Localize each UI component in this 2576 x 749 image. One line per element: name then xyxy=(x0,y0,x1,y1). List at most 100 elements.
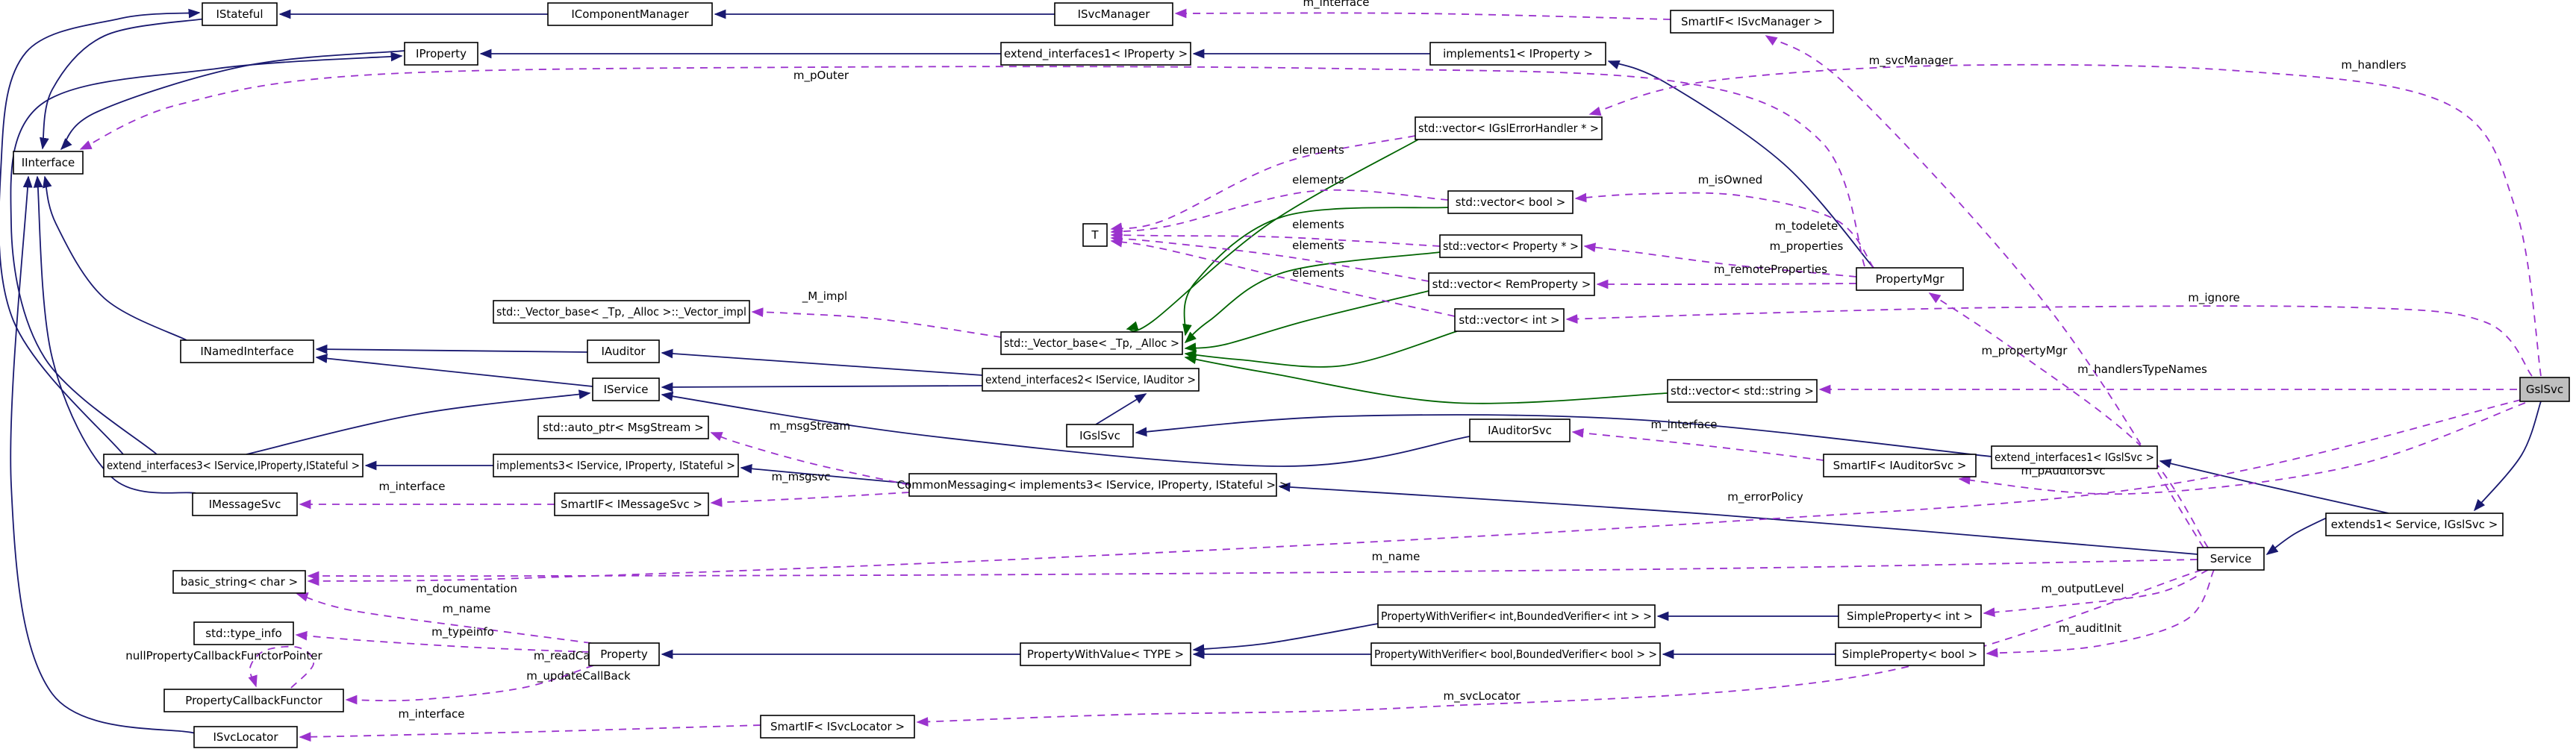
class-node-label: INamedInterface xyxy=(200,345,293,358)
class-node-istateful[interactable]: IStateful xyxy=(202,2,278,26)
class-node-smartif-iauditorsvc[interactable]: SmartIF< IAuditorSvc > xyxy=(1823,454,1977,477)
class-node-extend-interfaces2[interactable]: extend_interfaces2< IService, IAuditor > xyxy=(982,368,1200,392)
class-node-vector-base[interactable]: std::_Vector_base< _Tp, _Alloc > xyxy=(1000,331,1183,355)
edge-label-elements: elements xyxy=(1292,173,1344,187)
edge-template-vec-string-to-vector-base xyxy=(1184,354,1668,404)
class-node-iservice[interactable]: IService xyxy=(592,377,660,401)
class-node-label: extend_interfaces1< IGslSvc > xyxy=(1995,451,2154,465)
class-node-iinterface[interactable]: IInterface xyxy=(13,151,84,175)
edge-usage-service-to-propertymgr xyxy=(1928,292,2209,548)
class-node-label: IProperty xyxy=(416,47,467,60)
edge-usage-gslsvc-to-vec-igslerrorhandler xyxy=(1588,63,2542,377)
class-node-vec-int[interactable]: std::vector< int > xyxy=(1454,308,1565,332)
class-node-extends1[interactable]: extends1< Service, IGslSvc > xyxy=(2325,513,2504,536)
class-node-box xyxy=(404,42,478,66)
class-node-extend-interfaces3[interactable]: extend_interfaces3< IService,IProperty,I… xyxy=(103,454,364,477)
class-node-label: PropertyWithValue< TYPE > xyxy=(1027,648,1184,661)
edge-usage-service-to-sp-bool xyxy=(1986,569,2215,658)
class-node-vec-string[interactable]: std::vector< std::string > xyxy=(1667,379,1818,403)
class-node-box xyxy=(1370,642,1661,666)
class-node-isvclocator[interactable]: ISvcLocator xyxy=(193,726,298,748)
class-node-service[interactable]: Service xyxy=(2197,547,2265,571)
edge-inherit-extend-interfaces2-to-iservice xyxy=(661,382,983,392)
edge-usage-smartif-isvclocator-to-isvclocator xyxy=(299,724,761,742)
class-node-box xyxy=(202,2,278,26)
class-node-label: SimpleProperty< int > xyxy=(1847,609,1973,623)
edge-label-m_interface: m_interface xyxy=(398,707,464,721)
class-node-label: extend_interfaces3< IService,IProperty,I… xyxy=(107,459,360,473)
class-node-extend-interfaces1-igslsvc[interactable]: extend_interfaces1< IGslSvc > xyxy=(1991,445,2158,469)
class-node-label: SmartIF< ISvcManager > xyxy=(1681,15,1823,28)
edge-template-vec-bool-to-vector-base xyxy=(1182,207,1449,336)
class-node-vec-property[interactable]: std::vector< Property * > xyxy=(1439,234,1582,258)
class-node-sp-int[interactable]: SimpleProperty< int > xyxy=(1838,604,1982,628)
class-node-label: IInterface xyxy=(22,156,75,169)
class-node-implements1-iproperty[interactable]: implements1< IProperty > xyxy=(1429,42,1606,66)
class-node-inamedinterface[interactable]: INamedInterface xyxy=(180,339,314,363)
class-node-isvcmanager[interactable]: ISvcManager xyxy=(1054,2,1173,26)
edge-usage-propertymgr-to-vec-bool xyxy=(1574,192,1874,269)
class-node-box xyxy=(2197,547,2265,571)
edge-usage-propertymgr-to-vec-remproperty xyxy=(1596,279,1857,289)
class-node-smartif-isvclocator[interactable]: SmartIF< ISvcLocator > xyxy=(760,715,915,739)
class-node-icomponentmanager[interactable]: IComponentManager xyxy=(547,2,713,26)
class-node-vec-bool[interactable]: std::vector< bool > xyxy=(1447,190,1574,214)
class-node-label: extend_interfaces2< IService, IAuditor > xyxy=(985,373,1196,387)
class-node-label: std::vector< RemProperty > xyxy=(1432,278,1591,291)
class-node-t[interactable]: T xyxy=(1082,223,1108,247)
class-node-iauditor[interactable]: IAuditor xyxy=(587,339,660,363)
class-node-label: SimpleProperty< bool > xyxy=(1842,648,1977,661)
class-node-label: std::vector< bool > xyxy=(1456,195,1566,209)
edge-usage-propertymgr-to-vec-property xyxy=(1583,242,1857,278)
class-node-propertywithvalue[interactable]: PropertyWithValue< TYPE > xyxy=(1020,642,1191,666)
class-node-commonmessaging[interactable]: CommonMessaging< implements3< IService, … xyxy=(897,473,1289,497)
class-node-propertymgr[interactable]: PropertyMgr xyxy=(1856,267,1964,291)
class-node-smartif-imessagesvc[interactable]: SmartIF< IMessageSvc > xyxy=(554,492,709,516)
class-node-extend-interfaces1-iproperty[interactable]: extend_interfaces1< IProperty > xyxy=(1000,42,1191,66)
class-node-gslsvc[interactable]: GslSvc xyxy=(2519,377,2570,402)
class-node-iproperty[interactable]: IProperty xyxy=(404,42,478,66)
edge-inherit-isvclocator-to-iinterface xyxy=(10,175,196,734)
class-node-box xyxy=(537,416,709,439)
class-node-box xyxy=(760,715,915,739)
class-node-vector-impl[interactable]: std::_Vector_base< _Tp, _Alloc >::_Vecto… xyxy=(493,300,750,324)
class-node-box xyxy=(547,2,713,26)
class-node-label: std::vector< Property * > xyxy=(1443,239,1579,253)
class-node-box xyxy=(1000,42,1191,66)
class-node-box xyxy=(1991,445,2158,469)
edge-label-m_msgStream: m_msgStream xyxy=(770,419,850,433)
class-node-implements3[interactable]: implements3< IService, IProperty, IState… xyxy=(493,454,739,477)
class-node-propertycallbackfunctor[interactable]: PropertyCallbackFunctor xyxy=(163,689,344,712)
edge-usage-vector-base-to-vector-impl xyxy=(751,307,1002,338)
class-node-vec-igslerrorhandler[interactable]: std::vector< IGslErrorHandler * > xyxy=(1415,116,1603,140)
class-node-vec-remproperty[interactable]: std::vector< RemProperty > xyxy=(1428,272,1595,296)
class-node-type-info[interactable]: std::type_info xyxy=(193,621,294,645)
class-node-autoptr-msgstream[interactable]: std::auto_ptr< MsgStream > xyxy=(537,416,709,439)
class-node-iauditorsvc[interactable]: IAuditorSvc xyxy=(1469,419,1571,442)
edge-label-nullPropertyCallbackFunctorPointer: nullPropertyCallbackFunctorPointer xyxy=(125,649,322,662)
class-node-basic-string[interactable]: basic_string< char > xyxy=(172,570,306,594)
edge-inherit-inamedinterface-to-iinterface xyxy=(43,175,187,341)
class-node-sp-bool[interactable]: SimpleProperty< bool > xyxy=(1835,642,1985,666)
class-node-smartif-isvcmanager[interactable]: SmartIF< ISvcManager > xyxy=(1670,10,1834,34)
class-node-igslsvc[interactable]: IGslSvc xyxy=(1066,424,1134,448)
class-node-box xyxy=(554,492,709,516)
edge-usage-gslsvc-to-vec-int xyxy=(1565,305,2533,377)
edge-inherit-iservice-to-inamedinterface xyxy=(315,354,593,387)
edge-label-m_name: m_name xyxy=(1372,550,1420,564)
class-node-pwv-bool[interactable]: PropertyWithVerifier< bool,BoundedVerifi… xyxy=(1370,642,1661,666)
class-node-box xyxy=(908,473,1277,497)
class-node-property[interactable]: Property xyxy=(588,642,660,666)
class-node-box xyxy=(1823,454,1977,477)
class-node-box xyxy=(1429,42,1606,66)
edge-inherit-extend-interfaces3-to-iproperty xyxy=(10,51,403,455)
class-node-label: IMessageSvc xyxy=(209,498,281,511)
edge-inherit-propertymgr-to-implements1-iproperty xyxy=(1607,60,1874,269)
class-node-imessagesvc[interactable]: IMessageSvc xyxy=(192,492,298,516)
class-node-label: GslSvc xyxy=(2526,383,2563,396)
class-node-box xyxy=(172,570,306,594)
class-node-pwv-int[interactable]: PropertyWithVerifier< int,BoundedVerifie… xyxy=(1377,604,1656,628)
class-node-label: IAuditorSvc xyxy=(1488,424,1552,437)
edge-usage-vec-igslerrorhandler-to-t xyxy=(1110,135,1416,232)
